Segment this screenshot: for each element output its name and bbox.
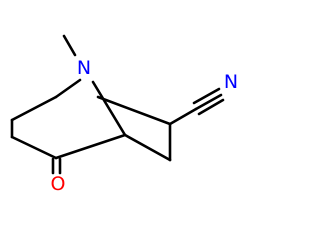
bond-n-bridgehead-right	[91, 80, 127, 137]
bond-to-nitrile	[168, 107, 198, 126]
bond-nitrile-triple-b	[194, 93, 223, 111]
atom-label-ketone-o: O	[51, 173, 66, 195]
bond-c3-c4	[10, 135, 58, 160]
atom-label-bridge-n: N	[77, 57, 91, 79]
bond-nitrile-carbon-ch2	[123, 133, 172, 162]
bond-c1-c2	[10, 95, 58, 122]
bond-bridgehead-top-right	[96, 95, 172, 126]
bond-n-bridgehead-left	[54, 78, 82, 99]
molecule-structure-diagram: N O N	[0, 0, 250, 250]
bond-nitrile-triple-a	[192, 87, 221, 105]
bond-nitrile-triple-c	[197, 98, 225, 116]
atom-label-nitrile-n: N	[224, 71, 238, 93]
bond-n-methyl	[62, 34, 77, 57]
bond-c4-c5	[54, 133, 127, 160]
background	[0, 0, 250, 250]
